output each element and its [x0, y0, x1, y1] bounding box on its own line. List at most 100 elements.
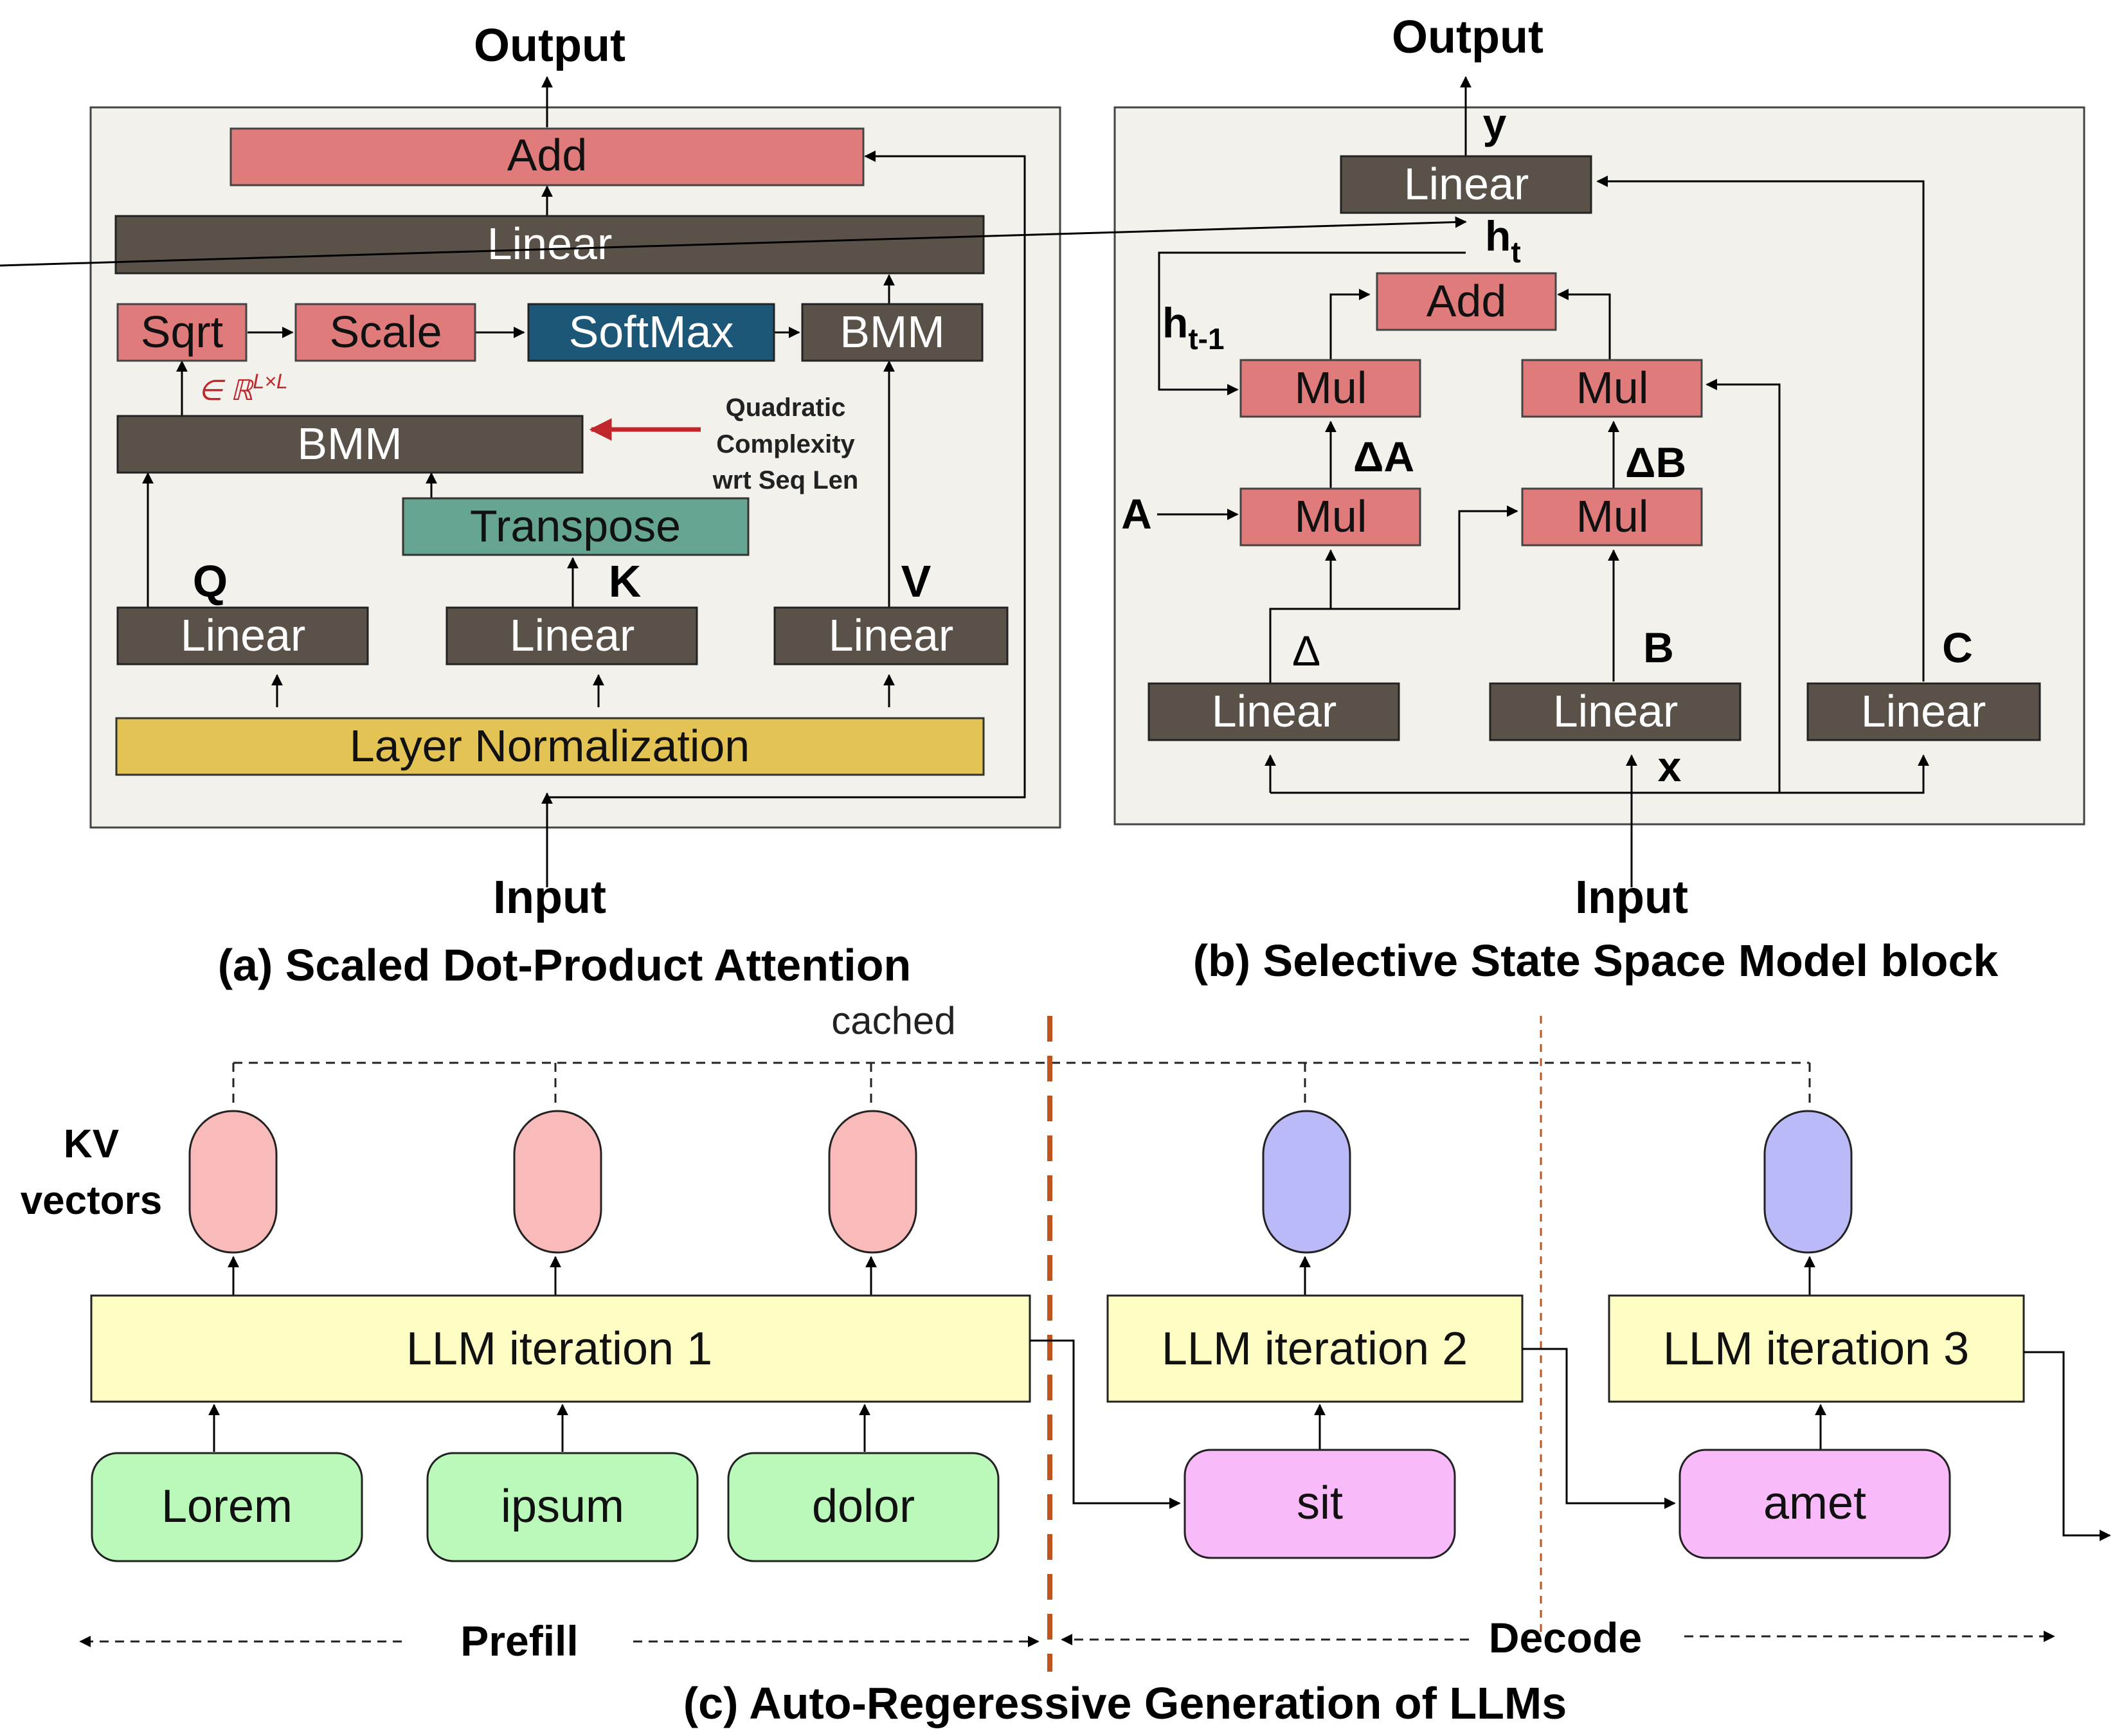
bmm-right-box [801, 303, 984, 362]
token-arrows [208, 1339, 2111, 1541]
linear-v-label: Linear [829, 610, 954, 660]
phase-range-arrows [79, 1631, 2055, 1647]
linear-top-b-box [1340, 155, 1592, 214]
token-ipsum-label: ipsum [501, 1481, 624, 1532]
delta-label: Δ [1292, 627, 1320, 674]
y-label: y [1483, 100, 1507, 147]
decode-label: Decode [1489, 1614, 1642, 1661]
a-label: A [1121, 490, 1152, 538]
sqrt-label: Sqrt [141, 307, 223, 357]
panel-a-caption: (a) Scaled Dot-Product Attention [218, 940, 912, 990]
ht-subscript: t [1511, 235, 1520, 269]
kv-capsule-5 [1763, 1110, 1853, 1254]
add-b-box [1376, 272, 1557, 331]
linear-k-box [446, 606, 698, 665]
panel-b-connectors [0, 76, 1929, 887]
linear-c-label: Linear [1861, 686, 1986, 736]
panel-a-attention: Add Linear Sqrt Scale SoftMax BMM BMM Tr… [89, 20, 1061, 990]
linear-top-b-label: Linear [1404, 159, 1529, 209]
bmm-main-label: BMM [297, 419, 402, 469]
ht-prev-subscript: t-1 [1188, 322, 1224, 356]
llm-iteration-1-box [90, 1294, 1031, 1403]
llm-iteration-2-label: LLM iteration 2 [1162, 1323, 1468, 1375]
v-label: V [901, 556, 932, 606]
add-b-label: Add [1426, 276, 1507, 326]
add-label: Add [507, 130, 588, 180]
ht-label: ht [1485, 212, 1521, 269]
panel-a-input: Input [493, 872, 606, 923]
bmm-main-box [116, 415, 584, 474]
token-lorem-label: Lorem [161, 1481, 292, 1532]
add-box [230, 127, 865, 186]
mul-left-bottom-label: Mul [1295, 491, 1367, 541]
softmax-label: SoftMax [569, 307, 734, 357]
cache-dashed-lines [232, 1062, 1811, 1106]
scale-box [294, 303, 476, 362]
layer-norm-label: Layer Normalization [350, 721, 750, 771]
delta-a-label: ΔA [1353, 433, 1414, 480]
panel-c-autoregressive: cached KV vectors LL [21, 999, 2111, 1728]
quadratic-line1: Quadratic [726, 393, 846, 422]
linear-v-box [773, 606, 1009, 665]
sqrt-box [116, 303, 248, 362]
prefill-label: Prefill [460, 1617, 578, 1665]
panel-b-output: Output [1392, 12, 1544, 63]
kv-capsule-1 [188, 1110, 278, 1254]
kv-label-line1: KV [64, 1122, 119, 1166]
linear-delta-box [1148, 682, 1400, 741]
llm-iteration-3-box [1608, 1294, 2025, 1403]
token-sit-label: sit [1297, 1478, 1343, 1529]
cached-label: cached [831, 999, 955, 1042]
dimension-annotation: ∈ ℝL×L [198, 370, 288, 406]
k-label: K [609, 556, 642, 606]
llm-iteration-2-box [1106, 1294, 1524, 1403]
llm-iteration-1-label: LLM iteration 1 [406, 1323, 712, 1375]
transpose-label: Transpose [470, 501, 681, 551]
quadratic-line2: Complexity [716, 430, 855, 458]
token-ipsum-box [426, 1452, 699, 1562]
mul-right-top-box [1521, 359, 1703, 418]
token-dolor-box [727, 1452, 1000, 1562]
kv-capsule-3 [828, 1110, 917, 1254]
mul-right-bottom-label: Mul [1576, 491, 1649, 541]
transpose-box [402, 497, 750, 556]
q-label: Q [193, 556, 228, 606]
linear-b-label: Linear [1553, 686, 1679, 736]
panel-b-input: Input [1575, 872, 1688, 923]
panel-b-ssm: Linear Add Mul Mul Mul Mul Linear Linear… [0, 12, 2085, 986]
mul-left-top-box [1239, 359, 1421, 418]
mul-left-bottom-box [1239, 487, 1421, 547]
mul-left-top-label: Mul [1295, 363, 1367, 413]
kv-capsule-4 [1262, 1110, 1351, 1254]
linear-b-box [1489, 682, 1742, 741]
bmm-right-label: BMM [840, 307, 944, 357]
kv-capsule-2 [513, 1110, 602, 1254]
mul-right-top-label: Mul [1576, 363, 1649, 413]
panel-a-connectors [142, 76, 1026, 887]
panel-a-output: Output [474, 20, 626, 71]
token-dolor-label: dolor [812, 1481, 915, 1532]
x-label: x [1658, 743, 1682, 790]
quadratic-line3: wrt Seq Len [712, 466, 859, 494]
linear-c-box [1806, 682, 2041, 741]
delta-b-label: ΔB [1625, 439, 1686, 486]
b-label: B [1643, 624, 1674, 671]
softmax-box [527, 303, 775, 362]
ht-prev-label: ht-1 [1162, 299, 1225, 356]
token-amet-box [1679, 1449, 1951, 1559]
layer-norm-box [115, 717, 985, 776]
linear-q-box [116, 606, 369, 665]
token-lorem-box [91, 1452, 363, 1562]
kv-arrows [228, 1256, 1815, 1296]
linear-k-label: Linear [510, 610, 635, 660]
scale-label: Scale [329, 307, 442, 357]
mul-right-bottom-box [1521, 487, 1703, 547]
c-label: C [1942, 624, 1973, 671]
kv-label-line2: vectors [21, 1179, 163, 1223]
panel-c-caption: (c) Auto-Regeressive Generation of LLMs [683, 1678, 1567, 1728]
linear-top-label: Linear [487, 219, 613, 269]
panel-b-caption: (b) Selective State Space Model block [1193, 936, 1999, 986]
token-sit-box [1184, 1449, 1456, 1559]
linear-delta-label: Linear [1212, 686, 1337, 736]
llm-iteration-3-label: LLM iteration 3 [1663, 1323, 1969, 1375]
